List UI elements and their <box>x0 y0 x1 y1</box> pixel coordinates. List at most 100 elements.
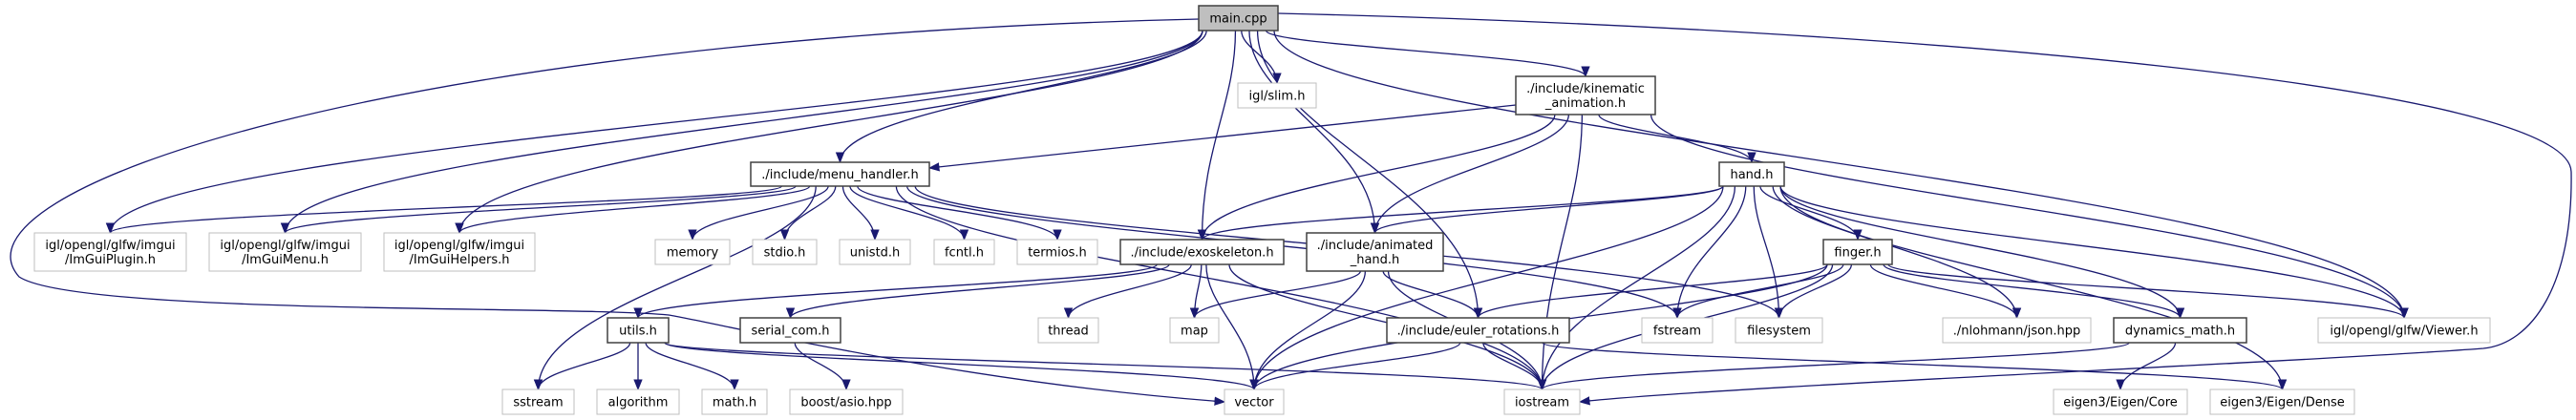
node-math-box <box>701 388 768 415</box>
node-finger-label: finger.h <box>1834 246 1881 261</box>
node-imenu-label: igl/opengl/glfw/imgui <box>220 239 350 253</box>
edge-utils-to-math <box>645 342 739 391</box>
node-stdio: stdio.h <box>752 239 818 265</box>
edge-kinematic-to-iostream <box>1537 114 1584 391</box>
edge-finger-to-filesystem <box>1774 263 1853 320</box>
node-serial-label: serial_com.h <box>752 325 830 339</box>
node-imenu-box <box>208 232 362 272</box>
node-algorithm-box <box>596 388 680 415</box>
edge-main-to-exo <box>1197 30 1237 242</box>
edge-main-to-iostream <box>1277 12 2572 406</box>
node-helpers-label: /ImGuiHelpers.h <box>410 253 510 267</box>
node-exo[interactable]: ./include/exoskeleton.h <box>1119 239 1285 265</box>
node-utils-label: utils.h <box>619 325 657 339</box>
edge-menu-to-plugin <box>106 185 783 235</box>
edge-hand-to-json <box>1772 185 2022 320</box>
edge-menu-to-imenu <box>281 185 797 235</box>
edge-euler-to-iostream <box>1482 342 1547 391</box>
node-animated-box <box>1306 232 1444 272</box>
node-dyn[interactable]: dynamics_math.h <box>2113 317 2247 344</box>
node-exo-box <box>1119 239 1285 265</box>
edge-exo-to-iostream <box>1228 263 1547 391</box>
edge-utils-to-sstream <box>533 342 631 391</box>
node-unistd-label: unistd.h <box>850 246 901 261</box>
node-animated[interactable]: ./include/animated_hand.h <box>1306 232 1444 272</box>
edge-hand-to-iostream <box>1537 185 1736 391</box>
edges-layer <box>10 12 2572 406</box>
node-json-label: ./nlohmann/json.hpp <box>1953 325 2081 339</box>
edge-finger-to-dyn <box>1883 263 2185 320</box>
node-fcntl-label: fcntl.h <box>945 246 984 261</box>
edge-main-to-menu <box>835 30 1207 164</box>
edge-hand-to-fstream <box>1672 185 1747 320</box>
node-asio-label: boost/asio.hpp <box>800 396 891 410</box>
node-map: map <box>1169 317 1220 344</box>
edge-hand-to-exo <box>1198 185 1724 242</box>
node-serial[interactable]: serial_com.h <box>739 317 841 344</box>
node-animated-label: ./include/animated <box>1317 239 1434 253</box>
edge-main-to-vector <box>10 18 1226 406</box>
node-core-box <box>2053 388 2188 415</box>
edge-serial-to-asio <box>794 342 851 391</box>
edge-exo-to-vector <box>1205 263 1259 391</box>
node-memory: memory <box>654 239 731 265</box>
edge-exo-to-map <box>1189 263 1203 320</box>
node-euler[interactable]: ./include/euler_rotations.h <box>1386 317 1570 344</box>
edge-exo-to-thread <box>1063 263 1192 320</box>
node-stdio-label: stdio.h <box>764 246 806 261</box>
node-utils[interactable]: utils.h <box>607 317 670 344</box>
node-menu[interactable]: ./include/menu_handler.h <box>750 161 930 187</box>
node-fstream-box <box>1641 317 1714 344</box>
edge-euler-to-vector <box>1249 342 1461 391</box>
edge-animated-to-map <box>1189 270 1362 320</box>
node-unistd: unistd.h <box>839 239 911 265</box>
node-iostream: iostream <box>1503 388 1581 415</box>
node-dyn-box <box>2113 317 2247 344</box>
node-main[interactable]: main.cpp <box>1198 5 1279 32</box>
edge-menu-to-unistd <box>841 185 880 242</box>
node-kinematic-box <box>1515 75 1656 116</box>
node-viewer-box <box>2317 317 2491 344</box>
node-iostream-box <box>1503 388 1581 415</box>
node-vector: vector <box>1224 388 1285 415</box>
node-vector-box <box>1224 388 1285 415</box>
edge-kinematic-to-animated <box>1370 114 1570 235</box>
edge-hand-to-dyn <box>1779 185 2185 320</box>
node-plugin: igl/opengl/glfw/imgui/ImGuiPlugin.h <box>33 232 187 272</box>
edge-menu-to-fcntl <box>849 185 969 242</box>
node-main-label: main.cpp <box>1209 12 1267 27</box>
node-dense-label: eigen3/Eigen/Dense <box>2220 396 2344 410</box>
node-imenu-label: /ImGuiMenu.h <box>242 253 329 267</box>
edge-hand-to-viewer <box>1779 185 2409 320</box>
edge-menu-to-stdio <box>779 185 837 242</box>
node-kinematic-label: _animation.h <box>1544 96 1626 111</box>
node-helpers: igl/opengl/glfw/imgui/ImGuiHelpers.h <box>383 232 536 272</box>
node-finger[interactable]: finger.h <box>1822 239 1893 265</box>
node-plugin-label: /ImGuiPlugin.h <box>65 253 156 267</box>
node-math-label: math.h <box>713 396 756 410</box>
edge-finger-to-euler <box>1473 263 1828 320</box>
node-asio-box <box>789 388 904 415</box>
node-thread-label: thread <box>1048 325 1089 339</box>
edge-exo-to-serial <box>785 263 1170 320</box>
edge-animated-to-vector <box>1249 270 1367 391</box>
edge-kinematic-to-exo <box>1197 114 1556 242</box>
node-memory-box <box>654 239 731 265</box>
node-kinematic-label: ./include/kinematic <box>1526 82 1645 96</box>
node-dyn-label: dynamics_math.h <box>2125 325 2235 339</box>
edge-menu-to-helpers <box>455 185 811 235</box>
node-euler-box <box>1386 317 1570 344</box>
node-hand[interactable]: hand.h <box>1718 161 1785 187</box>
edge-main-to-imenu <box>280 30 1203 235</box>
edge-hand-to-dense <box>1779 185 2288 391</box>
node-helpers-box <box>383 232 536 272</box>
node-filesystem: filesystem <box>1735 317 1823 344</box>
node-json: ./nlohmann/json.hpp <box>1942 317 2092 344</box>
node-kinematic[interactable]: ./include/kinematic_animation.h <box>1515 75 1656 116</box>
node-unistd-box <box>839 239 911 265</box>
node-hand-box <box>1718 161 1785 187</box>
node-fstream: fstream <box>1641 317 1714 344</box>
edge-menu-to-termios <box>857 185 1062 242</box>
edge-utils-to-vector <box>664 342 1259 391</box>
